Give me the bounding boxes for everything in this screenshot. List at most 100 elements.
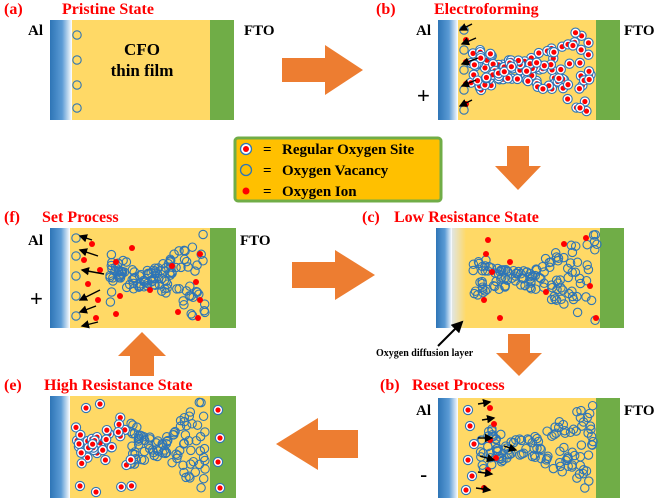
oxygen-vacancy [185,407,196,417]
oxygen-vacancy [559,425,570,436]
oxygen-vacancy [150,268,161,278]
regular-oxygen-site-core [482,82,488,88]
oxygen-vacancy [501,264,511,275]
regular-oxygen-site-core [115,429,121,435]
fto-electrode [600,228,624,328]
oxygen-vacancy [143,268,153,279]
fto-electrode [596,398,620,498]
oxygen-vacancy [557,467,567,477]
oxygen-ion [113,311,119,317]
regular-oxygen-site-core [463,487,469,493]
oxygen-vacancy [568,424,579,435]
oxygen-vacancy [192,287,203,298]
oxygen-vacancy [555,461,566,472]
oxygen-ion [81,257,87,263]
panel-title: High Resistance State [44,377,192,394]
migration-arrow [458,99,473,107]
oxygen-vacancy [139,455,150,465]
oxygen-vacancy [542,453,552,464]
oxygen-vacancy [532,443,542,454]
panel-high-resistance: (e) High Resistance State [4,377,236,498]
oxygen-vacancy [105,297,116,307]
oxygen-vacancy [127,265,138,275]
panel-label: (b) [376,1,396,18]
oxygen-vacancy [162,436,172,447]
regular-oxygen-site-core [84,455,91,461]
oxygen-vacancy [174,284,184,294]
oxygen-vacancy [565,258,576,268]
migration-arrow [479,454,496,463]
oxygen-vacancy [174,246,184,256]
oxygen-vacancy [472,290,483,300]
regular-oxygen-site-core [536,50,542,56]
film-label-cfo: CFO [124,40,160,59]
oxygen-vacancy [583,264,594,275]
oxygen-ion [113,259,119,265]
migration-arrow [460,57,479,66]
oxygen-vacancy [563,272,573,283]
regular-oxygen-site-core [217,485,223,491]
oxygen-ion [89,241,95,247]
polarity-sign: + [417,83,430,108]
oxygen-vacancy [480,261,490,271]
electrode-label-al: Al [416,23,431,39]
oxygen-vacancy [551,275,562,286]
particle-group [72,30,82,113]
fto-electrode [596,20,620,120]
oxygen-vacancy [198,473,209,484]
regular-oxygen-site-core [215,407,221,413]
oxygen-vacancy [498,455,508,466]
migration-arrow [460,79,477,88]
regular-oxygen-site-core [586,68,592,74]
oxygen-vacancy [477,265,488,276]
fto-electrode [210,20,234,120]
oxygen-vacancy [184,291,195,301]
oxygen-vacancy [105,270,115,281]
panel-low-resistance: (c) Low Resistance State Oxygen diffusio… [362,209,624,359]
al-electrode [438,398,458,498]
oxygen-ion [497,315,503,321]
regular-oxygen-site-core [83,405,89,411]
particle-group [459,25,596,117]
oxygen-vacancy [535,443,545,454]
oxygen-vacancy [188,456,199,467]
migration-arrow [78,289,101,301]
oxygen-vacancy [468,259,479,270]
oxygen-vacancy [179,438,189,448]
oxygen-vacancy [578,468,589,479]
oxygen-vacancy [553,422,564,433]
oxygen-vacancy [127,441,137,451]
oxygen-vacancy [581,466,592,476]
regular-oxygen-site-core [514,76,521,82]
oxygen-ion [485,237,491,243]
regular-oxygen-site-core [482,65,488,71]
regular-oxygen-site-core [469,473,475,479]
oxygen-ion [587,283,593,289]
oxygen-vacancy [157,439,167,449]
oxygen-vacancy [158,448,168,458]
ion-migration-arrows [78,234,105,329]
oxygen-vacancy [468,265,478,276]
oxygen-vacancy [71,311,81,321]
oxygen-vacancy [548,463,559,474]
oxygen-vacancy [139,276,149,287]
regular-oxygen-site-core [551,49,557,55]
oxygen-ion-icon [242,187,250,195]
oxygen-vacancy [179,300,189,310]
oxygen-vacancy [581,275,592,286]
particle-group [71,229,210,321]
regular-oxygen-site-core [104,427,110,433]
regular-oxygen-site-core [576,86,583,92]
regular-oxygen-site-core [534,60,540,66]
oxygen-vacancy [171,449,181,459]
oxygen-vacancy [127,274,137,285]
oxygen-vacancy [108,276,118,286]
oxygen-vacancy [553,253,564,263]
oxygen-vacancy [575,460,586,471]
oxygen-vacancy [516,280,526,290]
regular-oxygen-site-core [558,66,564,73]
oxygen-vacancy [174,445,185,456]
panel-title: Set Process [42,209,119,226]
oxygen-vacancy [175,421,186,432]
oxygen-ion [95,297,101,303]
